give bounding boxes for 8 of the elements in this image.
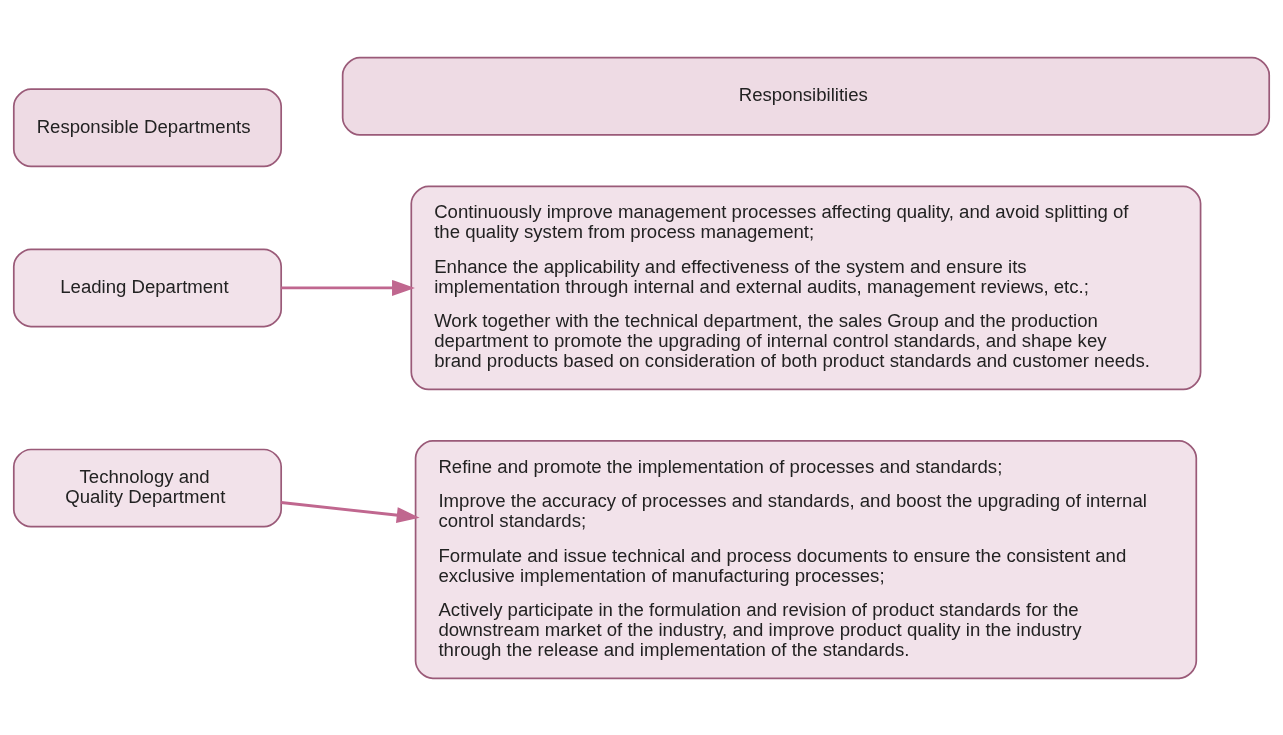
node-box: Refine and promote the implementation of processes and standards; Improve the accuracy of processes and standards, and boost the upgrading of internal control standards; Formulate and issue technical and process documents to ensure the consistent and exclusive implementation of manufacturing processes; Actively participate in the formulation and revision of product standards for the downstream market of the industry, and improve product quality in the industry through the release and implementation of the standards. — [414, 439, 1198, 679]
node-box: Responsible Departments — [12, 87, 283, 167]
node-box: Continuously improve management processes affecting quality, and avoid splitting of the quality system from process management; Enhance the applicability and effectiveness of the system and ensure its implementation through internal and external audits, management reviews, etc.; Work together with the technical department, the sales Group and the production department to promote the upgrading of internal control standards, and shape key brand products based on consideration of both product standards and customer needs. — [410, 185, 1202, 390]
node-box: Technology and Quality Department — [12, 448, 283, 528]
arrow — [281, 500, 420, 523]
node-box: Leading Department — [12, 247, 283, 327]
arrow — [281, 279, 415, 296]
node-box: Responsibilities — [341, 56, 1271, 136]
